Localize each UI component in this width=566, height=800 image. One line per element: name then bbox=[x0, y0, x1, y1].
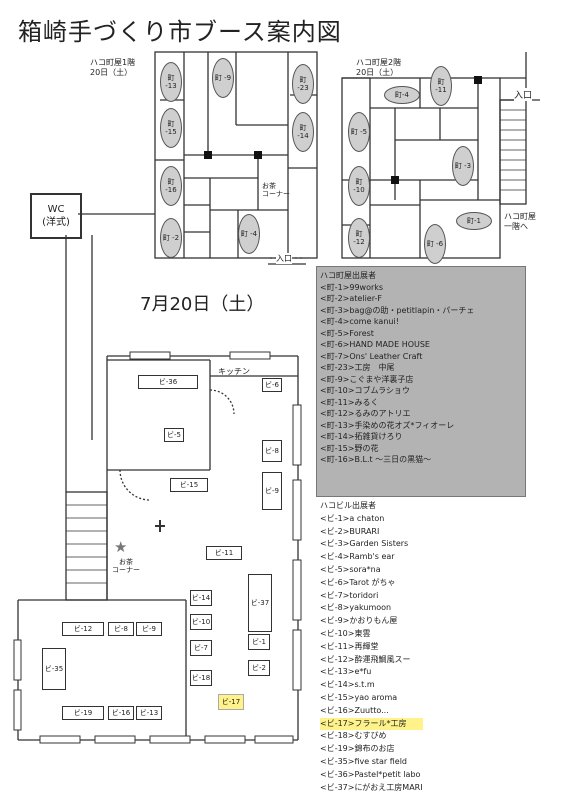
list-item-highlighted: <ビ-17>フラール*工房 bbox=[320, 717, 423, 731]
booth-bi-10: ビ-10 bbox=[190, 614, 212, 630]
list-item: <ビ-11>再輝堂 bbox=[320, 641, 379, 651]
list-item: <ビ-9>かおりもん屋 bbox=[320, 616, 398, 626]
list-item: <ビ-3>Garden Sisters bbox=[320, 539, 409, 549]
event-date: 7月20日（土） bbox=[140, 294, 265, 315]
list-item: <ビ-8>yakumoon bbox=[320, 603, 392, 613]
booth-machi-4b: 町-4 bbox=[384, 86, 420, 104]
tea-corner-label-lower: お茶 コーナー bbox=[112, 558, 140, 574]
list-item: <町-3>bag@の助・petitlapin・パーチェ bbox=[320, 305, 475, 315]
list-item: <町-7>Ons' Leather Craft bbox=[320, 351, 423, 361]
booth-machi-3: 町 -3 bbox=[452, 146, 474, 186]
list-item: <町-4>come kanui! bbox=[320, 317, 399, 326]
entrance-label: 入口 bbox=[276, 253, 292, 264]
booth-machi-12: 町 -12 bbox=[348, 218, 370, 258]
list-item: <町-1>99works bbox=[320, 282, 384, 292]
machiya-exhibitor-panel bbox=[316, 266, 526, 497]
booth-bi-7: ビ-7 bbox=[190, 640, 212, 656]
list-item: <町-6>HAND MADE HOUSE bbox=[320, 340, 430, 349]
booth-bi-16: ビ-16 bbox=[108, 706, 134, 720]
booth-bi-18: ビ-18 bbox=[190, 670, 212, 686]
booth-bi-2: ビ-2 bbox=[248, 660, 270, 676]
entrance-right-label: 入口 bbox=[514, 88, 533, 101]
tea-corner-label: お茶 コーナー bbox=[262, 182, 290, 198]
list-item: <ビ-19>錦布のお店 bbox=[320, 744, 395, 754]
list-item: <町-12>るみのアトリエ bbox=[320, 409, 411, 418]
wc-box: WC (洋式) bbox=[30, 193, 82, 239]
booth-machi-6: 町 -6 bbox=[424, 224, 446, 264]
list-item: <町-9>こぐまや洋裏子店 bbox=[320, 374, 414, 384]
booth-machi-2: 町 -2 bbox=[160, 218, 182, 258]
booth-machi-11: 町 -11 bbox=[430, 66, 452, 106]
booth-bi-37: ビ-37 bbox=[248, 574, 272, 632]
list-item: <ビ-10>東雲 bbox=[320, 628, 371, 638]
booth-bi-12: ビ-12 bbox=[62, 622, 104, 636]
list-item: <ビ-5>sora*na bbox=[320, 564, 381, 574]
booth-bi-8b: ビ-8 bbox=[108, 622, 134, 636]
list-item: <町-15>野の花 bbox=[320, 443, 379, 453]
booth-machi-15: 町 -15 bbox=[160, 108, 182, 148]
booth-machi-14: 町 -14 bbox=[292, 112, 314, 152]
booth-bi-9b: ビ-9 bbox=[136, 622, 162, 636]
list-item: <ビ-35>five star field bbox=[320, 756, 408, 766]
list-item: <ビ-12>酔運飛鯛風スー bbox=[320, 654, 411, 664]
booth-bi-35: ビ-35 bbox=[42, 648, 66, 690]
page-title: 箱崎手づくり市ブース案内図 bbox=[18, 18, 342, 46]
star-icon: ★ bbox=[114, 538, 128, 556]
floor2-label: ハコ町屋2階 20日（土） bbox=[356, 58, 402, 77]
list-item: <町-10>コブムラショウ bbox=[320, 386, 410, 395]
booth-bi-19: ビ-19 bbox=[62, 706, 104, 720]
building-exhibitor-list: ハコビル出展者 <ビ-1>a chaton <ビ-2>BURARI <ビ-3>G… bbox=[320, 500, 423, 794]
list-item: <町-14>拓雑貨けろり bbox=[320, 432, 403, 441]
booth-bi-5: ビ-5 bbox=[164, 428, 184, 442]
wc-label: WC bbox=[47, 204, 65, 215]
booth-bi-17: ビ-17 bbox=[218, 694, 244, 710]
kitchen-label: キッチン bbox=[218, 367, 250, 376]
list-item: <ビ-4>Ramb's ear bbox=[320, 552, 395, 562]
list-item: <ビ-15>yao aroma bbox=[320, 692, 398, 702]
machiya-exhibitor-list: ハコ町屋出展者 <町-1>99works <町-2>atelier-F <町-3… bbox=[320, 270, 474, 466]
booth-bi-6: ビ-6 bbox=[262, 378, 282, 392]
list-item: <ビ-13>e*fu bbox=[320, 667, 372, 677]
list-item: <町-13>手染めの花オズ*フィオーレ bbox=[320, 420, 455, 430]
wc-type-label: (洋式) bbox=[42, 217, 70, 228]
booth-machi-10: 町 -10 bbox=[348, 166, 370, 206]
booth-bi-14: ビ-14 bbox=[190, 590, 212, 606]
list-item: <ビ-14>s.t.m bbox=[320, 680, 375, 690]
list-item: <ビ-36>Pastel*petit labo bbox=[320, 769, 421, 779]
booth-bi-11: ビ-11 bbox=[206, 546, 242, 560]
machiya-list-title: ハコ町屋出展者 bbox=[320, 271, 376, 280]
booth-bi-9: ビ-9 bbox=[262, 472, 282, 510]
booth-machi-23: 町 -23 bbox=[292, 64, 314, 104]
booth-bi-13: ビ-13 bbox=[136, 706, 162, 720]
list-item: <ビ-1>a chaton bbox=[320, 513, 385, 523]
list-item: <町-5>Forest bbox=[320, 328, 374, 338]
building-list-title: ハコビル出展者 bbox=[320, 501, 376, 510]
booth-bi-8: ビ-8 bbox=[262, 440, 282, 462]
list-item: <町-2>atelier-F bbox=[320, 294, 382, 303]
list-item: <ビ-2>BURARI bbox=[320, 526, 380, 536]
booth-bi-1: ビ-1 bbox=[248, 634, 270, 650]
booth-bi-36: ビ-36 bbox=[138, 375, 198, 389]
stairs-label: ハコ町屋 一階へ bbox=[504, 212, 536, 231]
floor1-label: ハコ町屋1階 20日（土） bbox=[90, 58, 136, 77]
list-item: <ビ-6>Tarot がちゃ bbox=[320, 577, 396, 587]
list-item: <ビ-16>Zuutto... bbox=[320, 705, 389, 715]
booth-machi-13: 町 -13 bbox=[160, 62, 182, 102]
list-item: <ビ-7>toridori bbox=[320, 590, 379, 600]
booth-machi-4: 町 -4 bbox=[238, 214, 260, 254]
booth-bi-15: ビ-15 bbox=[170, 478, 208, 492]
booth-machi-16: 町 -16 bbox=[160, 166, 182, 206]
booth-machi-9: 町 -9 bbox=[212, 58, 234, 98]
list-item: <町-23>工房 中尾 bbox=[320, 363, 395, 372]
list-item: <ビ-37>にがおえ工房MARI bbox=[320, 782, 423, 792]
list-item: <町-16>B.L.t ～三日の黒猫～ bbox=[320, 455, 432, 464]
list-item: <町-11>みるく bbox=[320, 397, 379, 407]
booth-machi-5: 町 -5 bbox=[348, 112, 370, 152]
list-item: <ビ-18>むすびめ bbox=[320, 731, 387, 741]
booth-machi-1: 町-1 bbox=[456, 212, 492, 230]
